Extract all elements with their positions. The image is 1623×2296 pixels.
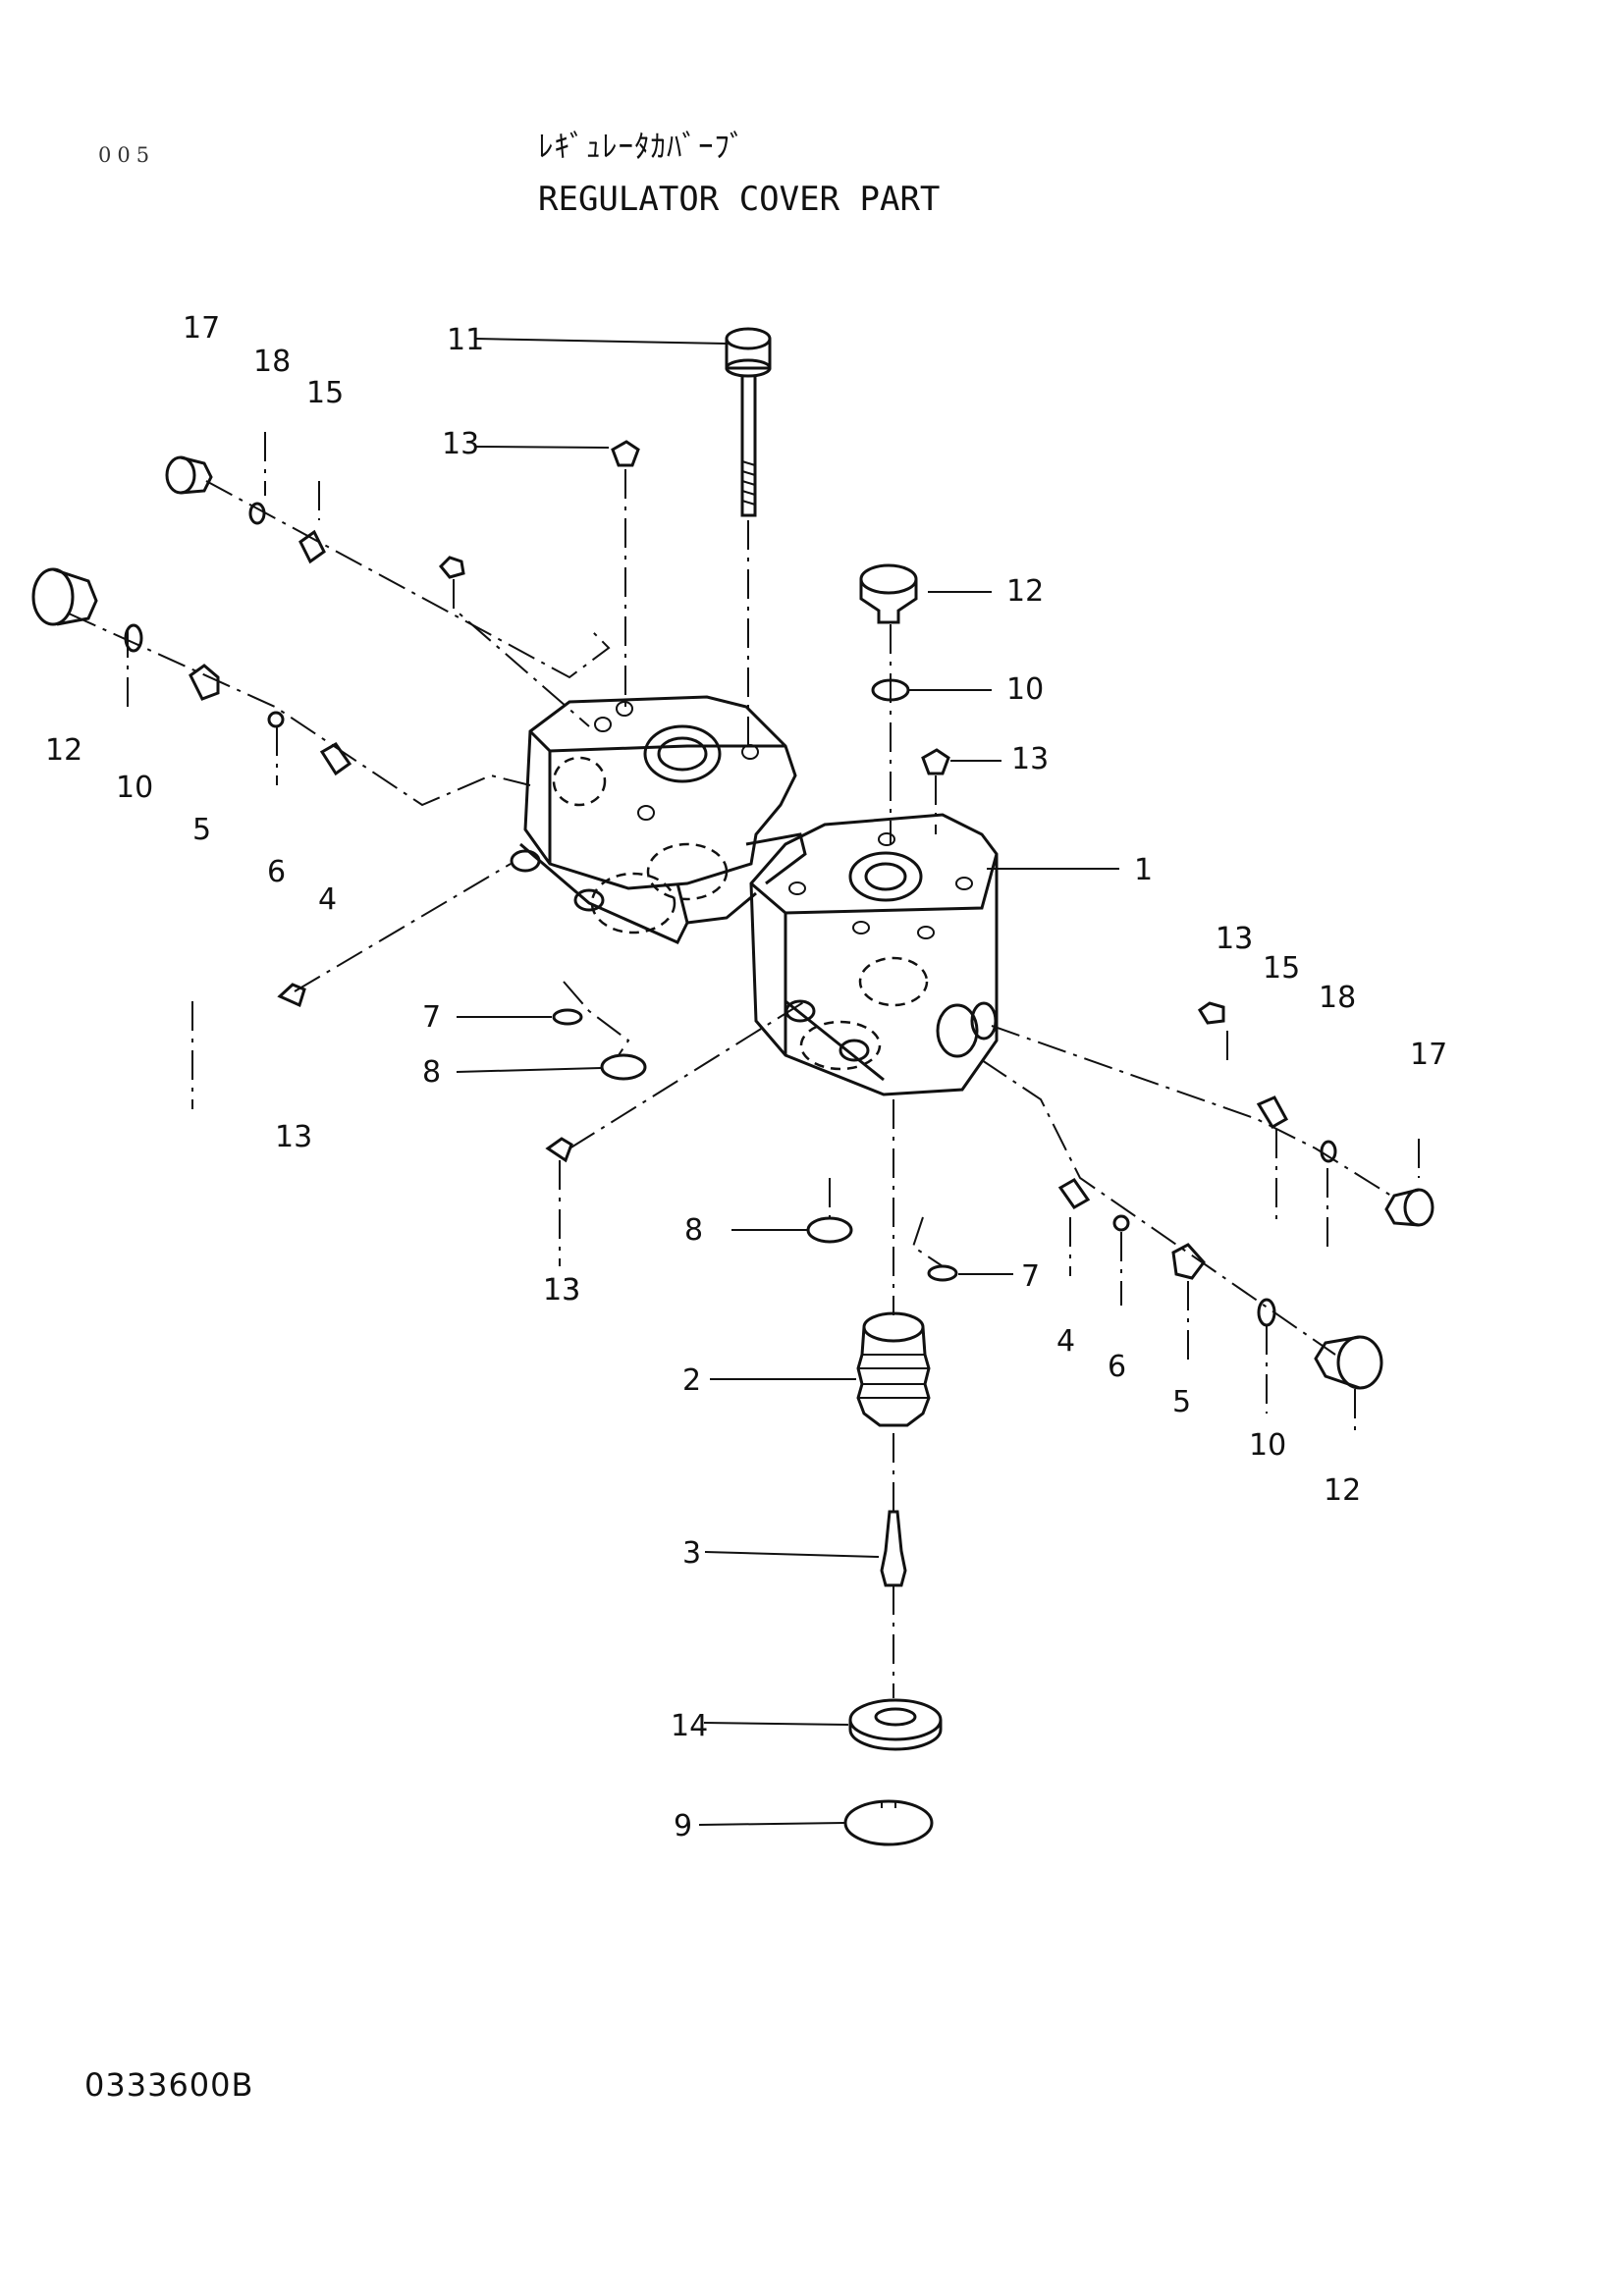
page-number: 005 <box>98 143 156 167</box>
left-lower-plug-icon <box>31 567 98 626</box>
callout-labels: 17 18 15 11 13 12 10 5 6 4 13 12 10 13 1… <box>45 311 1447 1843</box>
right-housing <box>749 813 999 1096</box>
o-ring-icon <box>1320 1140 1337 1163</box>
callout-10: 10 <box>1006 672 1044 707</box>
components <box>31 327 1434 1846</box>
plug-icon <box>859 563 918 624</box>
callout-4: 4 <box>1056 1324 1075 1359</box>
o-ring-icon <box>806 1216 853 1244</box>
callout-5: 5 <box>192 813 211 847</box>
seat-icon <box>189 664 220 701</box>
callout-18: 18 <box>253 345 291 379</box>
diagram-title-japanese: ﾚｷﾞｭﾚｰﾀｶﾊﾞｰﾌﾞ <box>538 130 746 165</box>
callout-8: 8 <box>422 1055 441 1090</box>
callout-12: 12 <box>1324 1473 1361 1508</box>
screw-icon <box>611 440 640 467</box>
o-ring-icon <box>1257 1298 1276 1327</box>
seat-icon <box>1171 1243 1206 1280</box>
o-ring-icon <box>124 623 143 653</box>
socket-head-bolt-icon <box>725 327 772 517</box>
callout-15: 15 <box>1263 951 1300 986</box>
callout-12: 12 <box>1006 574 1044 609</box>
screw-icon <box>921 748 950 775</box>
o-ring-icon <box>927 1264 958 1282</box>
callout-17: 17 <box>1410 1038 1447 1072</box>
callout-15: 15 <box>306 376 344 410</box>
spool-icon <box>1057 1178 1091 1209</box>
callout-10: 10 <box>116 771 153 805</box>
callout-12: 12 <box>45 733 82 768</box>
screw-icon <box>545 1137 573 1163</box>
screw-icon <box>438 556 465 579</box>
left-housing <box>510 695 807 944</box>
callout-7: 7 <box>1021 1259 1040 1294</box>
sleeve-icon <box>1256 1095 1289 1130</box>
callout-10: 10 <box>1249 1428 1286 1463</box>
leader-lines <box>456 338 1119 1826</box>
callout-4: 4 <box>318 882 337 917</box>
callout-9: 9 <box>674 1809 692 1843</box>
spool-icon <box>319 742 352 776</box>
o-ring-icon <box>600 1053 647 1081</box>
right-upper-plug-icon <box>1384 1188 1434 1227</box>
callout-13: 13 <box>1011 742 1049 776</box>
diagram-title: REGULATOR COVER PART <box>538 180 941 219</box>
callout-13: 13 <box>1216 922 1253 956</box>
callout-17: 17 <box>183 311 220 346</box>
callout-13: 13 <box>1216 922 1253 956</box>
callout-6: 6 <box>267 855 286 889</box>
o-ring-icon <box>552 1008 583 1026</box>
snap-ring-icon <box>843 1799 934 1846</box>
callout-11: 11 <box>447 323 484 357</box>
screw-icon <box>277 983 306 1008</box>
ball-icon <box>267 711 285 728</box>
callout-13: 13 <box>543 1273 580 1308</box>
callout-14: 14 <box>671 1709 708 1743</box>
callout-7: 7 <box>422 1000 441 1035</box>
washer-icon <box>848 1698 943 1751</box>
document-code: 0333600B <box>84 2066 254 2104</box>
left-upper-plug-icon <box>165 455 213 495</box>
callout-18: 18 <box>1319 981 1356 1015</box>
sleeve-icon <box>298 529 326 564</box>
right-lower-plug-icon <box>1314 1335 1383 1390</box>
callout-13: 13 <box>543 1273 580 1308</box>
assembly-axes <box>68 432 1420 1698</box>
callout-5: 5 <box>1172 1385 1191 1419</box>
callout-1: 1 <box>1134 853 1153 887</box>
callout-2: 2 <box>682 1363 701 1398</box>
screw-icon <box>1197 1001 1225 1025</box>
callout-3: 3 <box>682 1536 701 1571</box>
callout-6: 6 <box>1108 1350 1126 1384</box>
ball-icon <box>1112 1214 1130 1232</box>
piston-icon <box>856 1311 931 1427</box>
pin-icon <box>880 1510 907 1587</box>
callout-13: 13 <box>275 1120 312 1154</box>
callout-13: 13 <box>442 427 479 461</box>
callout-8: 8 <box>684 1213 703 1248</box>
